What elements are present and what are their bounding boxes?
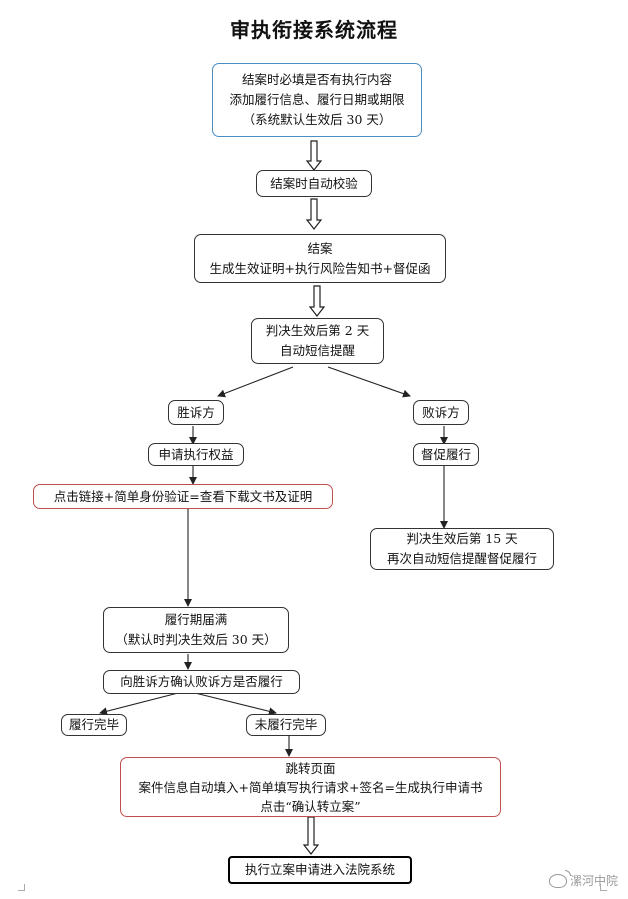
node-text: 未履行完毕 — [254, 717, 318, 732]
node-text: 结案时自动校验 — [270, 175, 358, 191]
page-title: 审执衔接系统流程 — [230, 18, 398, 42]
node-text: 督促履行 — [420, 446, 471, 462]
arrow-to-done — [99, 692, 179, 716]
node-text: 向胜诉方确认败诉方是否履行 — [120, 674, 283, 689]
node-text: 点击“确认转立案” — [260, 798, 361, 814]
node-text: 再次自动短信提醒督促履行 — [386, 551, 537, 566]
node-text: 申请执行权益 — [158, 446, 234, 462]
sms-day2-box: 判决生效后第 2 天 自动短信提醒 — [251, 318, 384, 364]
hollow-arrow-3 — [308, 285, 326, 317]
enforcement-filing-box: 执行立案申请进入法院系统 — [228, 856, 412, 884]
node-text: （系统默认生效后 30 天） — [242, 112, 392, 127]
hollow-arrow-4 — [302, 816, 320, 855]
hollow-arrow-1 — [305, 140, 323, 171]
period-expire-box: 履行期届满 （默认时判决生效后 30 天） — [103, 607, 289, 653]
link-verify-box: 点击链接+简单身份验证=查看下载文书及证明 — [33, 484, 333, 509]
node-text: 败诉方 — [422, 404, 460, 420]
winner-box: 胜诉方 — [168, 400, 224, 425]
arrow-to-loser — [327, 366, 411, 398]
node-text: 结案 — [307, 240, 333, 256]
hollow-arrow-2 — [305, 198, 323, 230]
node-text: （默认时判决生效后 30 天） — [115, 632, 277, 647]
node-text: 判决生效后第 2 天 — [265, 323, 370, 338]
node-text: 胜诉方 — [177, 404, 215, 420]
page-corner-mark — [18, 884, 25, 891]
watermark: 漯河中院 — [548, 869, 618, 889]
arrow-to-winner — [217, 366, 294, 398]
node-text: 点击链接+简单身份验证=查看下载文书及证明 — [53, 488, 313, 504]
jump-page-box: 跳转页面 案件信息自动填入+简单填写执行请求+签名=生成执行申请书 点击“确认转… — [120, 757, 501, 817]
node-text: 跳转页面 — [285, 760, 336, 776]
node-text: 案件信息自动填入+简单填写执行请求+签名=生成执行申请书 — [138, 779, 483, 795]
weibo-icon — [548, 869, 571, 888]
closing-requirement-box: 结案时必填是否有执行内容 添加履行信息、履行日期或期限 （系统默认生效后 30 … — [212, 63, 422, 137]
auto-check-box: 结案时自动校验 — [256, 170, 372, 197]
confirm-winner-box: 向胜诉方确认败诉方是否履行 — [103, 670, 300, 694]
loser-box: 败诉方 — [413, 400, 469, 425]
node-text: 添加履行信息、履行日期或期限 — [229, 92, 405, 107]
not-done-box: 未履行完毕 — [246, 714, 326, 736]
node-text: 判决生效后第 15 天 — [406, 531, 518, 546]
node-text: 执行立案申请进入法院系统 — [244, 862, 395, 877]
done-box: 履行完毕 — [61, 714, 127, 736]
node-text: 结案时必填是否有执行内容 — [241, 72, 392, 87]
sms-day15-box: 判决生效后第 15 天 再次自动短信提醒督促履行 — [370, 528, 554, 570]
urge-performance-box: 督促履行 — [413, 443, 479, 466]
node-text: 履行期届满 — [164, 612, 228, 627]
node-text: 自动短信提醒 — [279, 343, 355, 358]
watermark-text: 漯河中院 — [569, 874, 618, 888]
node-text: 履行完毕 — [68, 717, 119, 732]
apply-rights-box: 申请执行权益 — [148, 443, 244, 466]
page-corner-mark — [600, 884, 607, 891]
node-text: 生成生效证明+执行风险告知书+督促函 — [209, 260, 431, 276]
close-case-box: 结案 生成生效证明+执行风险告知书+督促函 — [194, 234, 446, 283]
arrow-to-not-done — [194, 692, 277, 716]
